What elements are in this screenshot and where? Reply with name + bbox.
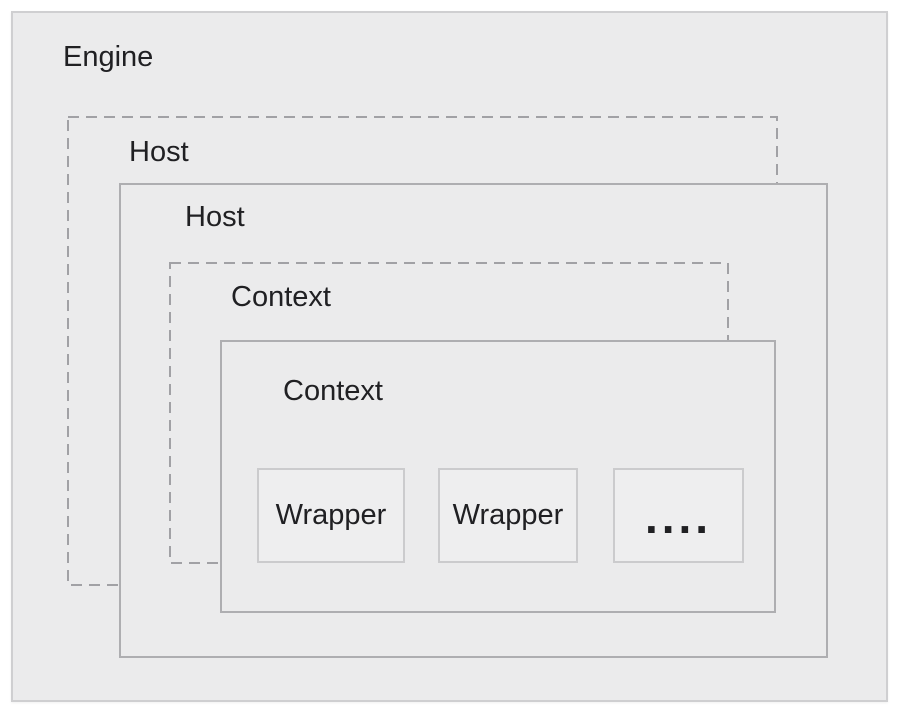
ellipsis-label: .... xyxy=(644,490,713,543)
wrapper-box-2: Wrapper xyxy=(438,468,578,563)
wrapper-1-label: Wrapper xyxy=(275,499,387,531)
ellipsis-box: .... xyxy=(613,468,744,563)
context-inner-label: Context xyxy=(283,375,383,407)
host-outer-label: Host xyxy=(129,136,189,168)
host-inner-label: Host xyxy=(185,201,245,233)
wrapper-box-1: Wrapper xyxy=(257,468,405,563)
wrapper-2-label: Wrapper xyxy=(452,499,564,531)
engine-label: Engine xyxy=(63,41,154,73)
context-outer-label: Context xyxy=(231,281,331,313)
